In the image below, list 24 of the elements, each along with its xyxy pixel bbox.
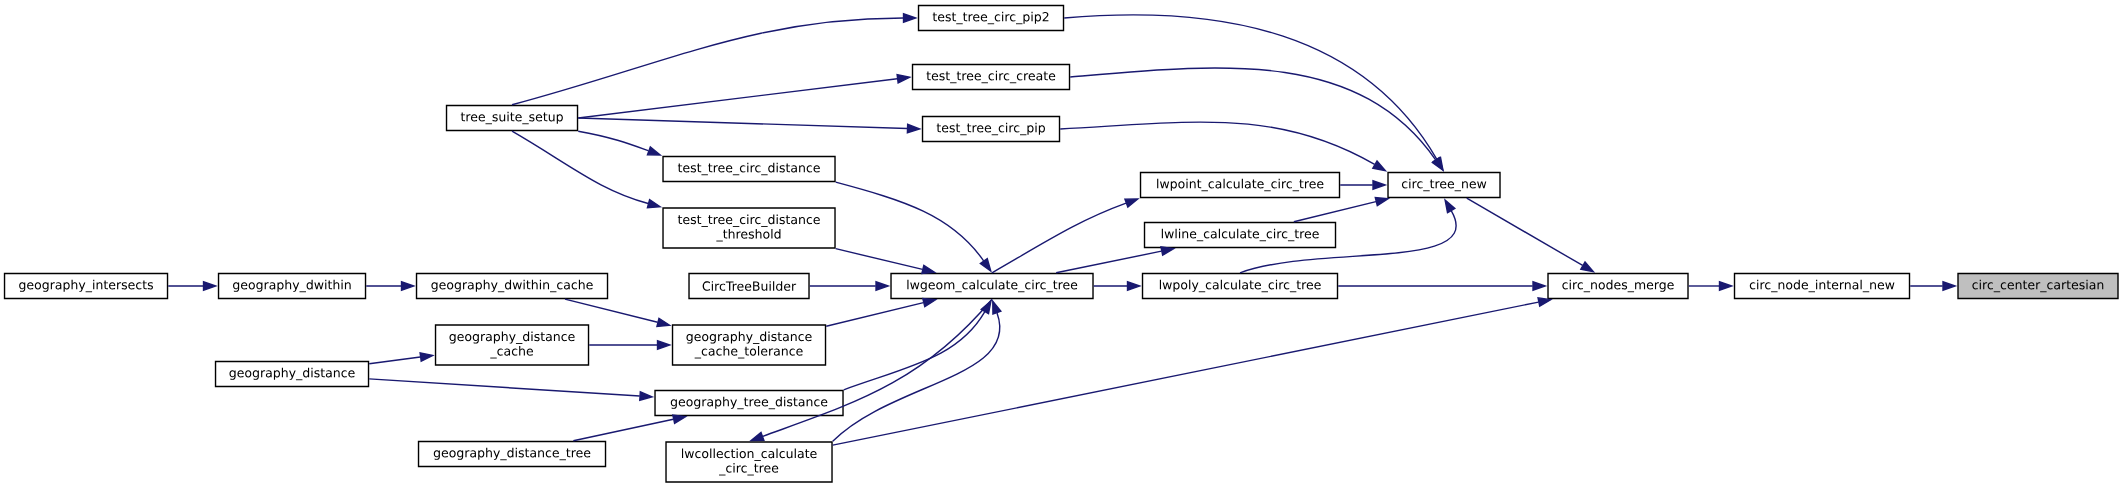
function-box: geography_intersects (3, 272, 169, 300)
function-box: test_tree_circ_pip2 (917, 4, 1065, 32)
function-box: tree_suite_setup (445, 104, 579, 132)
function-box: geography_tree_distance (654, 389, 844, 417)
function-box: test_tree_circ_pip (921, 115, 1061, 143)
function-box: lwgeom_calculate_circ_tree (890, 272, 1094, 300)
function-box: geography_distance _cache_tolerance (671, 324, 827, 366)
function-box: CircTreeBuilder (688, 272, 810, 300)
function-box: test_tree_circ_create (911, 63, 1071, 91)
function-box: test_tree_circ_distance _threshold (662, 207, 836, 249)
function-box: geography_dwithin (217, 272, 367, 300)
function-box: lwcollection_calculate _circ_tree (665, 441, 833, 483)
function-box: geography_distance_tree (417, 440, 607, 468)
function-box: lwpoint_calculate_circ_tree (1139, 171, 1341, 199)
function-box: geography_distance (214, 360, 370, 388)
function-box: geography_distance _cache (434, 324, 590, 366)
function-box: lwpoly_calculate_circ_tree (1141, 272, 1339, 300)
function-box: circ_center_cartesian (1957, 272, 2119, 300)
function-box: geography_dwithin_cache (415, 272, 609, 300)
function-box: test_tree_circ_distance (662, 155, 836, 183)
function-box: circ_nodes_merge (1547, 272, 1689, 300)
function-box: circ_tree_new (1387, 171, 1501, 199)
function-box: lwline_calculate_circ_tree (1143, 221, 1337, 249)
function-box: circ_node_internal_new (1733, 272, 1911, 300)
